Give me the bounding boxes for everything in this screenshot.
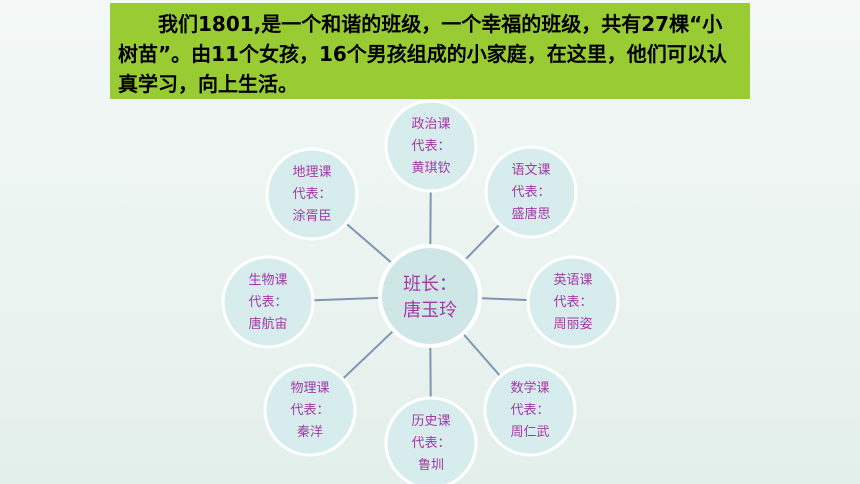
center-node: 班长： 唐玉玲 xyxy=(378,244,482,348)
node-name-text: 涂胥臣 xyxy=(292,208,331,224)
node-subject-text: 英语课 xyxy=(553,273,592,288)
intro-banner: 我们1801,是一个和谐的班级，一个幸福的班级，共有27棵“小树苗”。由11个女… xyxy=(110,3,750,99)
node-name-text: 周丽姿 xyxy=(553,316,592,332)
node-label-text: 代表： xyxy=(510,403,549,418)
node-name-text: 秦洋 xyxy=(297,425,323,440)
node-subject-text: 物理课 xyxy=(290,381,329,396)
node-label-text: 代表： xyxy=(511,185,550,200)
role-node-circle xyxy=(384,396,478,484)
role-node-circle xyxy=(221,255,315,349)
node-name-text: 盛唐思 xyxy=(511,206,550,222)
node-subject-text: 数学课 xyxy=(510,380,549,396)
node-subject-text: 政治课 xyxy=(411,117,450,132)
role-node-circle xyxy=(265,147,359,241)
node-subject-text: 地理课 xyxy=(292,165,331,180)
center-role-text: 班长： xyxy=(403,274,457,295)
node-label-text: 代表： xyxy=(411,139,450,154)
node-label-text: 代表： xyxy=(248,295,287,310)
node-label-text: 代表： xyxy=(290,403,329,418)
role-node-circle xyxy=(483,363,577,457)
node-name-text: 黄琪钦 xyxy=(411,161,450,176)
intro-text: 我们1801,是一个和谐的班级，一个幸福的班级，共有27棵“小树苗”。由11个女… xyxy=(118,12,727,96)
role-node-circle xyxy=(526,255,620,349)
node-name-text: 唐航宙 xyxy=(248,316,287,332)
node-subject-text: 历史课 xyxy=(411,414,450,429)
role-nodes: 政治课代表：黄琪钦语文课代表：盛唐思英语课代表：周丽姿数学课代表：周仁武历史课代… xyxy=(221,99,620,484)
node-label-text: 代表： xyxy=(292,187,331,202)
node-name-text: 鲁圳 xyxy=(418,458,444,473)
role-node-circle xyxy=(384,99,478,193)
role-node-circle xyxy=(263,363,357,457)
node-label-text: 代表： xyxy=(553,295,592,310)
node-subject-text: 语文课 xyxy=(511,163,550,178)
center-node-circle xyxy=(378,244,482,348)
node-label-text: 代表： xyxy=(411,436,450,451)
node-name-text: 周仁武 xyxy=(510,425,549,440)
role-node-circle xyxy=(484,145,578,239)
node-subject-text: 生物课 xyxy=(248,273,287,288)
center-name-text: 唐玉玲 xyxy=(403,300,457,321)
